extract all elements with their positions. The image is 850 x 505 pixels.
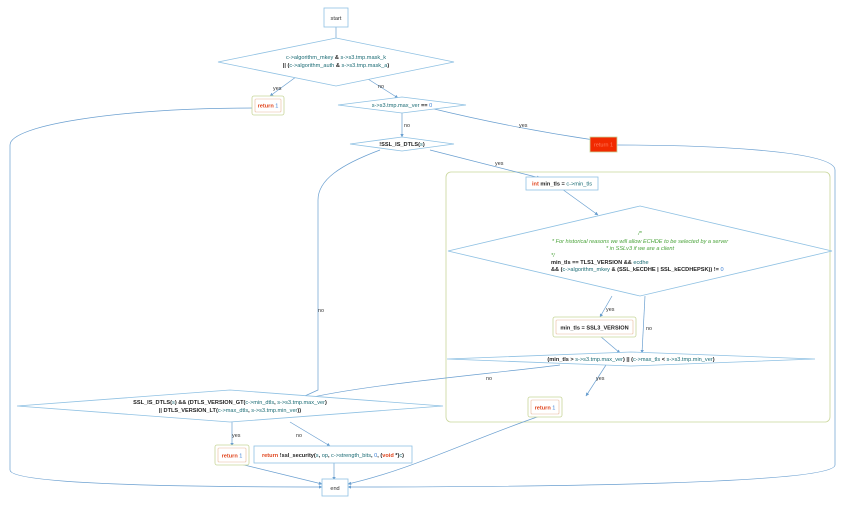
decision-ecdhe-line1: min_tls == TLS1_VERSION && ecdhe	[551, 260, 649, 266]
assign-ssl3-label: min_tls = SSL3_VERSION	[560, 326, 628, 332]
decision-algorithm-mask-line2: || (c->algorithm_auth & s->s3.tmp.mask_a…	[283, 63, 390, 69]
edge-ret1-end	[9, 107, 323, 489]
return-security-label: return !ssl_security(s, op, c->strength_…	[262, 453, 404, 459]
label-d3-yes: yes	[495, 161, 504, 167]
edge-d6-ret5	[289, 421, 331, 447]
edge-d3-d6	[295, 149, 381, 401]
label-d3-no: no	[318, 308, 324, 314]
edge-d2-ret2	[429, 107, 595, 142]
label-d4-no: no	[646, 326, 652, 332]
decision-max-ver-label: s->s3.tmp.max_ver == 0	[372, 103, 433, 109]
edge-init-d4	[561, 188, 599, 216]
start-label: start	[331, 16, 342, 22]
decision-not-dtls-label: !SSL_IS_DTLS(s)	[379, 142, 425, 148]
end-label: end	[330, 486, 339, 492]
decision-dtls-version	[16, 389, 444, 423]
init-min-tls-label: int min_tls = c->min_tls	[532, 182, 592, 188]
decision-ecdhe-comment-2: * For historical reasons we will allow E…	[552, 239, 729, 245]
edge-d4-assign	[599, 295, 613, 318]
label-d2-no: no	[404, 123, 410, 129]
decision-dtls-version-line1: SSL_IS_DTLS(s) && (DTLS_VERSION_GT(c->mi…	[133, 400, 327, 406]
label-d2-yes: yes	[519, 123, 528, 129]
decision-algorithm-mask-line1: c->algorithm_mkey & s->s3.tmp.mask_k	[286, 55, 386, 61]
return-node-2	[589, 136, 618, 153]
decision-version-range-label: (min_tls > s->s3.tmp.max_ver) || (c->max…	[547, 357, 714, 363]
return-node-4-label: return 1	[222, 454, 243, 460]
return-security-node	[253, 445, 413, 464]
decision-ecdhe-comment-4: */	[551, 253, 556, 259]
edge-d4-d5	[640, 295, 646, 354]
edge-ret3-end	[347, 415, 541, 486]
return-node-2-label: return 1	[594, 143, 613, 149]
return-node-3-label: return 1	[535, 406, 556, 412]
edge-d3-init	[429, 149, 541, 179]
edge-ret2-end	[347, 144, 836, 489]
decision-ecdhe-comment-1: /*	[637, 231, 643, 237]
edge-d5-d6	[299, 364, 561, 401]
decision-max-ver	[337, 96, 467, 114]
label-d6-yes: yes	[232, 433, 241, 439]
decision-ecdhe	[447, 205, 833, 297]
decision-not-dtls	[349, 136, 455, 152]
end-node	[321, 478, 349, 497]
decision-algorithm-mask	[217, 37, 455, 87]
edge-d5-ret3	[585, 364, 607, 397]
return-node-3	[527, 396, 563, 418]
edge-assign-d5	[599, 335, 621, 354]
assign-ssl3-node	[552, 316, 637, 338]
decision-version-range	[446, 351, 816, 367]
min-tls-cluster	[445, 171, 831, 423]
return-node-1-label: return 1	[258, 104, 279, 110]
return-node-4	[214, 444, 250, 466]
label-d5-no: no	[486, 376, 492, 382]
decision-dtls-version-line2: || DTLS_VERSION_LT(c->max_dtls, s->s3.tm…	[159, 408, 301, 414]
label-d5-yes: yes	[596, 376, 605, 382]
label-d1-no: no	[378, 84, 384, 90]
return-node-1	[251, 95, 285, 116]
init-min-tls-node	[525, 176, 599, 191]
label-d4-yes: yes	[606, 307, 615, 313]
decision-ecdhe-comment-3: * in SSLv3 if we are a client	[606, 246, 675, 252]
label-d1-yes: yes	[273, 86, 282, 92]
label-d6-no: no	[296, 433, 302, 439]
start-node	[323, 7, 349, 28]
decision-ecdhe-line2: && (c->algorithm_mkey & (SSL_kECDHE | SS…	[551, 267, 724, 273]
edge-ret4-end	[235, 462, 323, 485]
